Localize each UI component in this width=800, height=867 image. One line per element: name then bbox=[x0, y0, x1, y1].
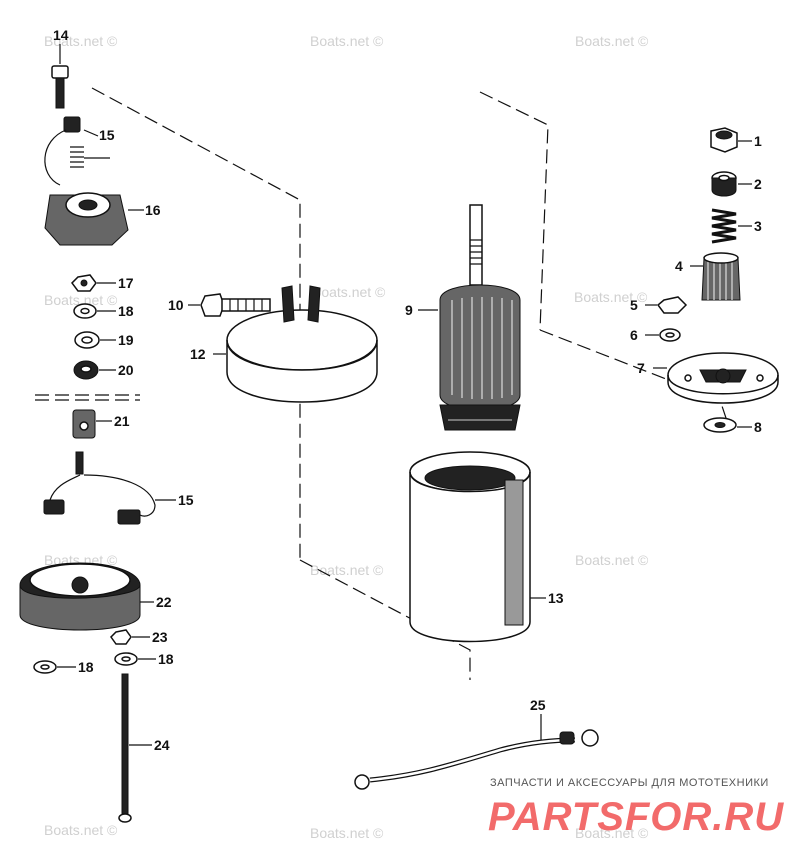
callout-5: 5 bbox=[630, 297, 638, 313]
part-18-washer bbox=[33, 660, 76, 674]
part-14-screw bbox=[51, 44, 69, 109]
part-18-washer bbox=[114, 652, 156, 666]
watermark: Boats.net © bbox=[310, 33, 384, 49]
part-10-bolt bbox=[188, 293, 271, 317]
watermark: Boats.net © bbox=[575, 552, 649, 568]
watermark: Boats.net © bbox=[44, 822, 118, 838]
callout-19: 19 bbox=[118, 332, 134, 348]
watermarks: Boats.net © Boats.net © Boats.net © Boat… bbox=[44, 33, 649, 841]
watermark: Boats.net © bbox=[310, 825, 384, 841]
brand-logo: PARTSFOR.RU bbox=[488, 795, 784, 839]
callout-18: 18 bbox=[158, 651, 174, 667]
callout-18: 18 bbox=[118, 303, 134, 319]
callout-3: 3 bbox=[754, 218, 762, 234]
callout-7: 7 bbox=[637, 360, 645, 376]
callout-10: 10 bbox=[168, 297, 184, 313]
watermark: Boats.net © bbox=[575, 825, 649, 841]
part-22-end-cap bbox=[19, 562, 154, 631]
callout-1: 1 bbox=[754, 133, 762, 149]
part-6-lockwasher bbox=[645, 328, 681, 342]
part-20-bushing bbox=[73, 360, 116, 380]
part-25-cable bbox=[354, 714, 599, 790]
part-18-washer bbox=[73, 303, 116, 319]
watermark: Boats.net © bbox=[44, 33, 118, 49]
callout-6: 6 bbox=[630, 327, 638, 343]
callout-13: 13 bbox=[548, 590, 564, 606]
part-5-nut bbox=[645, 296, 688, 314]
part-24-through-bolt bbox=[118, 673, 152, 823]
callout-21: 21 bbox=[114, 413, 130, 429]
part-7-end-plate bbox=[653, 352, 779, 404]
watermark: Boats.net © bbox=[312, 284, 386, 300]
part-4-pinion bbox=[690, 252, 741, 301]
brand-tagline: ЗАПЧАСТИ И АКСЕССУАРЫ ДЛЯ МОТОТЕХНИКИ bbox=[490, 777, 769, 789]
part-15-brush-lead bbox=[43, 451, 176, 525]
part-16-brush-holder bbox=[44, 192, 144, 246]
callout-18: 18 bbox=[78, 659, 94, 675]
part-2-spacer bbox=[711, 171, 752, 197]
callout-24: 24 bbox=[154, 737, 170, 753]
part-8-washer bbox=[703, 417, 752, 433]
part-1-nut bbox=[710, 127, 752, 153]
part-9-armature bbox=[418, 204, 521, 431]
callout-22: 22 bbox=[156, 594, 172, 610]
part-17-nut bbox=[71, 274, 116, 292]
callout-2: 2 bbox=[754, 176, 762, 192]
part-21-insulator bbox=[72, 409, 112, 439]
part-12-clamp-band bbox=[213, 285, 378, 403]
part-19-washer bbox=[74, 331, 116, 349]
part-13-frame bbox=[409, 451, 546, 643]
watermark: Boats.net © bbox=[575, 33, 649, 49]
callout-4: 4 bbox=[675, 258, 683, 274]
callout-12: 12 bbox=[190, 346, 206, 362]
callout-20: 20 bbox=[118, 362, 134, 378]
callout-17: 17 bbox=[118, 275, 134, 291]
part-23-nut bbox=[110, 629, 150, 645]
watermark: Boats.net © bbox=[574, 289, 648, 305]
callout-14: 14 bbox=[53, 27, 69, 43]
callout-15: 15 bbox=[99, 127, 115, 143]
callout-8: 8 bbox=[754, 419, 762, 435]
watermark: Boats.net © bbox=[44, 292, 118, 308]
callout-9: 9 bbox=[405, 302, 413, 318]
callout-16: 16 bbox=[145, 202, 161, 218]
callout-25: 25 bbox=[530, 697, 546, 713]
part-3-spring bbox=[711, 208, 752, 244]
callout-23: 23 bbox=[152, 629, 168, 645]
part-15-brush-spring bbox=[44, 116, 110, 186]
watermark: Boats.net © bbox=[310, 562, 384, 578]
callout-15: 15 bbox=[178, 492, 194, 508]
brand-block: ЗАПЧАСТИ И АКСЕССУАРЫ ДЛЯ МОТОТЕХНИКИ PA… bbox=[488, 777, 784, 839]
